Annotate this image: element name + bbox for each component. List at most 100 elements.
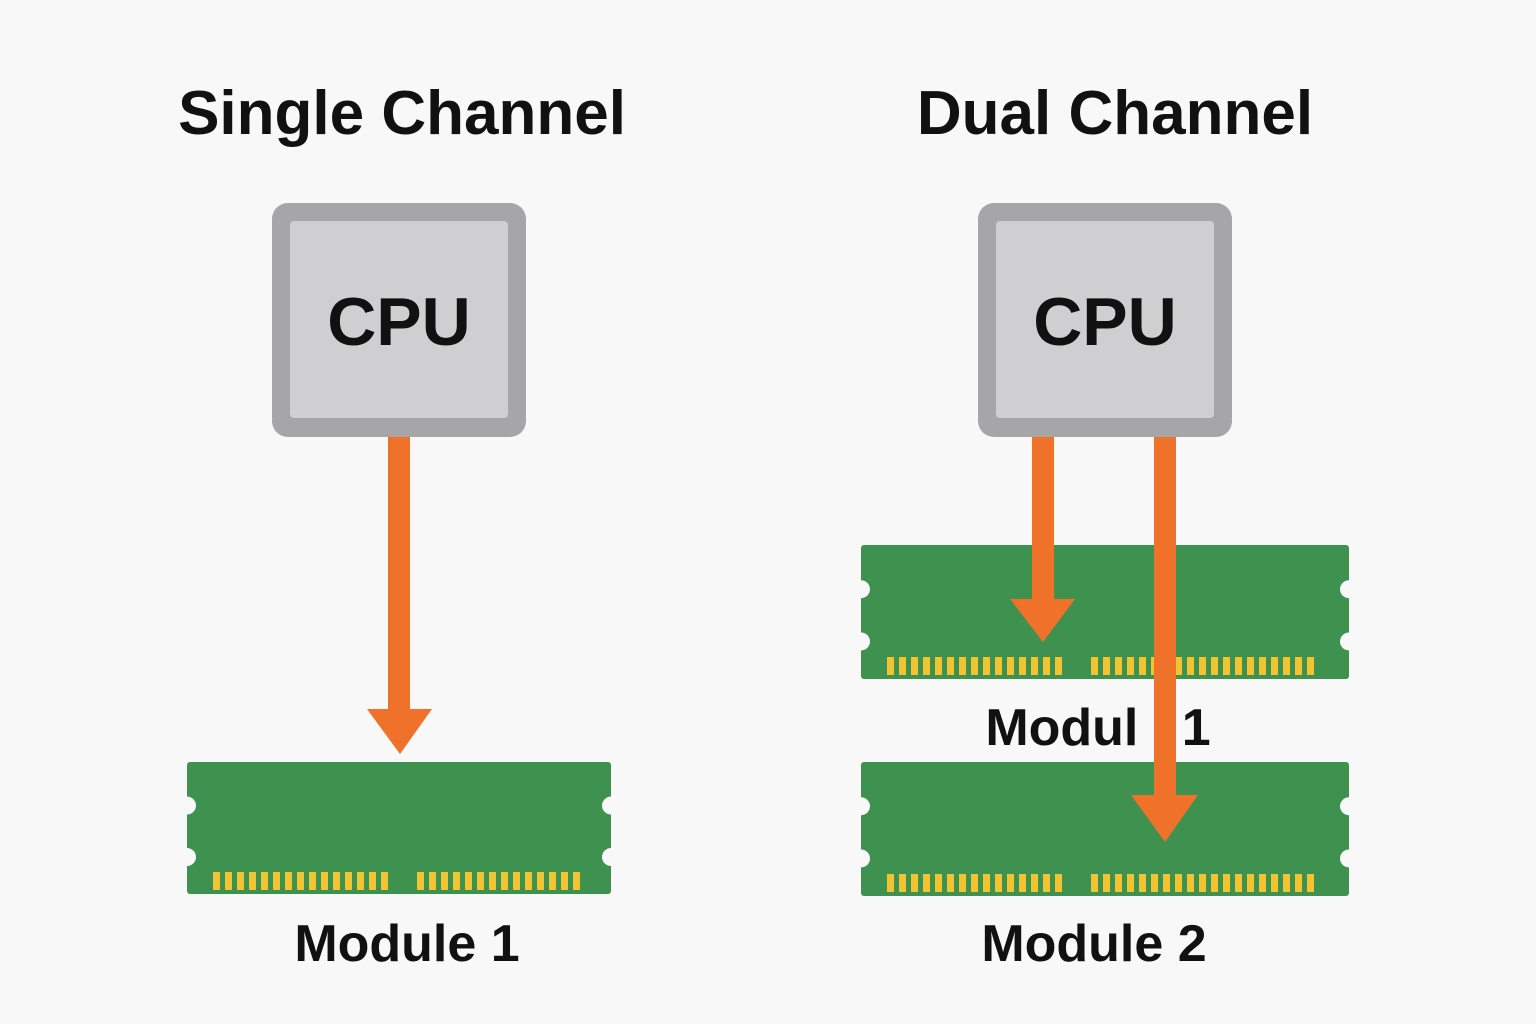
ram-pcb [861,545,1349,679]
ram-pin [935,874,942,892]
dual-module-2-label: Module 2 [981,915,1206,973]
ram-pin [537,872,544,890]
single-ram-module-icon [178,762,620,894]
ram-pin [261,872,268,890]
dual-ram-module-1-icon [852,545,1358,679]
ram-pin [489,872,496,890]
dual-arrow-2-down-icon [1131,437,1198,842]
ram-pin [1307,874,1314,892]
ram-pin [1139,874,1146,892]
ram-pin [959,874,966,892]
ram-pin [1043,874,1050,892]
single-channel-title: Single Channel [178,79,626,148]
ram-pin [429,872,436,890]
ram-pin [899,874,906,892]
ram-pin [1283,657,1290,675]
ram-pin [1295,657,1302,675]
ram-pcb [187,762,611,894]
ram-pin [971,657,978,675]
ram-pin [959,657,966,675]
ram-pin [1223,874,1230,892]
ram-pin [549,872,556,890]
ram-notch [1340,580,1358,599]
ram-pin [923,874,930,892]
ram-pin [1163,874,1170,892]
dual-ram-module-2-icon [852,762,1358,896]
single-cpu-chip-icon: CPU [272,203,526,437]
ram-pin [369,872,376,890]
ram-notch [852,849,870,868]
ram-pin [1247,874,1254,892]
ram-pin [1031,874,1038,892]
ram-pin [1091,874,1098,892]
ram-pin [1127,657,1134,675]
ram-pin [971,874,978,892]
ram-pin [995,657,1002,675]
ram-notch [602,796,620,815]
ram-pin [923,657,930,675]
ram-pin [1199,874,1206,892]
ram-pin [357,872,364,890]
dual-arrow-1-down-icon [1010,437,1075,642]
ram-pin [1103,657,1110,675]
ram-pin [249,872,256,890]
ram-pin [911,874,918,892]
ram-pin [1175,874,1182,892]
ram-pin [1127,874,1134,892]
ram-pin [1151,874,1158,892]
ram-pin [237,872,244,890]
ram-pin [1115,874,1122,892]
ram-pin [477,872,484,890]
single-channel-panel: Single Channel CPU Module 1 [178,79,626,973]
ram-pin [297,872,304,890]
ram-pin [381,872,388,890]
ram-pin [1007,874,1014,892]
ram-pin [501,872,508,890]
ram-pin [947,657,954,675]
ram-notch [178,796,196,815]
ram-pin [1307,657,1314,675]
ram-pin [1247,657,1254,675]
ram-pin [887,874,894,892]
ram-pin [1259,874,1266,892]
ram-pin [453,872,460,890]
ram-pin [441,872,448,890]
single-arrow-down-icon [367,437,432,754]
single-module-label: Module 1 [294,915,519,973]
ram-pin [983,657,990,675]
ram-pin [273,872,280,890]
ram-pin [345,872,352,890]
ram-pin [935,657,942,675]
ram-notch [852,580,870,599]
ram-pin [1187,657,1194,675]
ram-pin [887,657,894,675]
ram-pin [561,872,568,890]
ram-notch [852,797,870,816]
ram-pin [995,874,1002,892]
ram-notch [1340,849,1358,868]
ram-pin [1031,657,1038,675]
ram-pin [333,872,340,890]
ram-pin [525,872,532,890]
dual-module-1-label: Modul 1 [985,699,1210,757]
ram-pin [321,872,328,890]
ram-pin [573,872,580,890]
ram-pin [1043,657,1050,675]
ram-pin [1271,657,1278,675]
ram-pin [1235,657,1242,675]
ram-notch [178,848,196,867]
ram-notch [1340,632,1358,651]
ram-pin [1055,657,1062,675]
ram-pin [1019,874,1026,892]
dual-channel-panel: Dual Channel CPU Modul 1 Module 2 [852,79,1358,973]
ram-pin [1211,657,1218,675]
ram-pin [213,872,220,890]
ram-pin [513,872,520,890]
ram-notch [602,848,620,867]
ram-pin [1019,657,1026,675]
ram-pin [1055,874,1062,892]
ram-pin [1283,874,1290,892]
ram-pin [899,657,906,675]
ram-pcb [861,762,1349,896]
ram-pin [309,872,316,890]
